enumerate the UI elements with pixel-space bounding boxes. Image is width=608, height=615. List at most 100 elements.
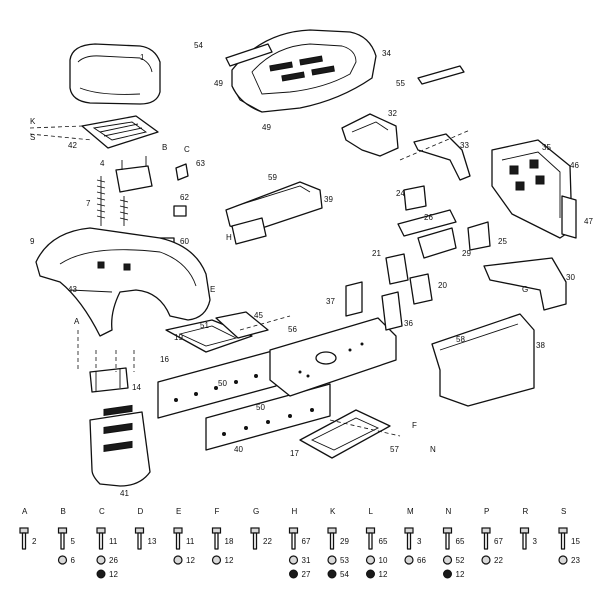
washer-icon: [365, 555, 376, 565]
step-43: [69, 289, 113, 293]
hardware-extra: 66: [417, 556, 426, 565]
callout-N: N: [430, 445, 436, 454]
bolt-shank-icon: [560, 532, 566, 550]
bolt-head-icon: [211, 527, 222, 534]
callout-29: 29: [462, 249, 471, 258]
washer-icon: [57, 555, 68, 565]
hardware-extra: 52: [456, 556, 465, 565]
hardware-extra: 22: [494, 556, 503, 565]
connector-2: [399, 129, 471, 161]
bolt-head-icon: [134, 527, 145, 534]
callout-58: 58: [456, 335, 465, 344]
callout-35: 35: [542, 143, 551, 152]
bolt-shank-icon: [175, 532, 181, 550]
hardware-letter: G: [253, 507, 259, 516]
hardware-extra: 26: [109, 556, 118, 565]
hood: [231, 29, 377, 113]
hardware-number: 15: [571, 537, 580, 546]
nut-icon: [327, 569, 337, 579]
hardware-letter: P: [484, 507, 489, 516]
callout-17: 17: [290, 449, 299, 458]
hardware-number: 3: [533, 537, 538, 546]
bracket-37: [345, 281, 363, 317]
rear-bracket: [89, 367, 129, 393]
callout-S: S: [30, 133, 35, 142]
bracket-36: [381, 291, 403, 331]
callout-57: 57: [390, 445, 399, 454]
bolt-head-icon: [173, 527, 183, 534]
hardware-extra: 12: [379, 570, 388, 579]
guide-lines: [77, 330, 135, 372]
callout-40: 40: [234, 445, 243, 454]
bracket-24: [403, 185, 427, 211]
callout-39: 39: [324, 195, 333, 204]
bolt-head-icon: [519, 527, 530, 534]
callout-7: 7: [86, 199, 91, 208]
bolt-head-icon: [558, 527, 568, 534]
hardware-letter: A: [22, 507, 28, 516]
decal-55: [417, 65, 465, 85]
hardware-letter: H: [292, 507, 298, 516]
bolt-shank-icon: [483, 532, 489, 550]
callout-1: 1: [140, 53, 145, 62]
callout-36: 36: [404, 319, 413, 328]
grille: [491, 139, 577, 239]
hardware-extra: 12: [109, 570, 118, 579]
callout-16: 16: [160, 355, 169, 364]
callout-50b: 50: [256, 403, 265, 412]
bracket-25: [467, 221, 491, 251]
connector-1: [239, 315, 291, 331]
washer-icon: [404, 555, 414, 565]
callout-19: 19: [174, 333, 183, 342]
hardware-letter: K: [330, 507, 336, 516]
callout-32: 32: [388, 109, 397, 118]
bolt-shank-icon: [445, 532, 450, 550]
hardware-number: 11: [109, 537, 118, 546]
side-panel: [431, 313, 535, 407]
dash-bracket: [341, 113, 399, 157]
mount-21: [385, 253, 409, 285]
callout-42: 42: [68, 141, 77, 150]
bolt-shank-icon: [21, 532, 27, 550]
callout-63: 63: [196, 159, 205, 168]
callout-H: H: [226, 233, 232, 242]
callout-26: 26: [424, 213, 433, 222]
bolt-head-icon: [481, 527, 491, 534]
callout-51: 51: [200, 321, 209, 330]
hardware-extra: 27: [302, 570, 311, 579]
hardware-letter: M: [407, 507, 414, 516]
callout-49: 49: [214, 79, 223, 88]
callout-43: 43: [68, 285, 77, 294]
hardware-letter: R: [523, 507, 529, 516]
hardware-item: A2: [19, 507, 37, 550]
brace-33: [413, 133, 471, 181]
bolt-shank-icon: [98, 532, 104, 550]
callout-54: 54: [194, 41, 203, 50]
callout-62: 62: [180, 193, 189, 202]
callout-50: 50: [218, 379, 227, 388]
callout-49b: 49: [262, 123, 271, 132]
hardware-extra: 54: [340, 570, 349, 579]
bolt-head-icon: [442, 527, 453, 534]
callout-41: 41: [120, 489, 129, 498]
hardware-number: 13: [148, 537, 157, 546]
hardware-extra: 12: [225, 556, 234, 565]
callout-56: 56: [288, 325, 297, 334]
mount-20: [409, 273, 433, 305]
hardware-number: 65: [456, 537, 465, 546]
callout-33: 33: [460, 141, 469, 150]
callout-9: 9: [30, 237, 35, 246]
bolt-shank-icon: [252, 532, 258, 550]
bolt-head-icon: [327, 527, 337, 534]
callout-21: 21: [372, 249, 381, 258]
bolt-shank-icon: [60, 532, 65, 550]
callout-14: 14: [132, 383, 141, 392]
callout-45: 45: [254, 311, 263, 320]
hardware-number: 22: [263, 537, 272, 546]
